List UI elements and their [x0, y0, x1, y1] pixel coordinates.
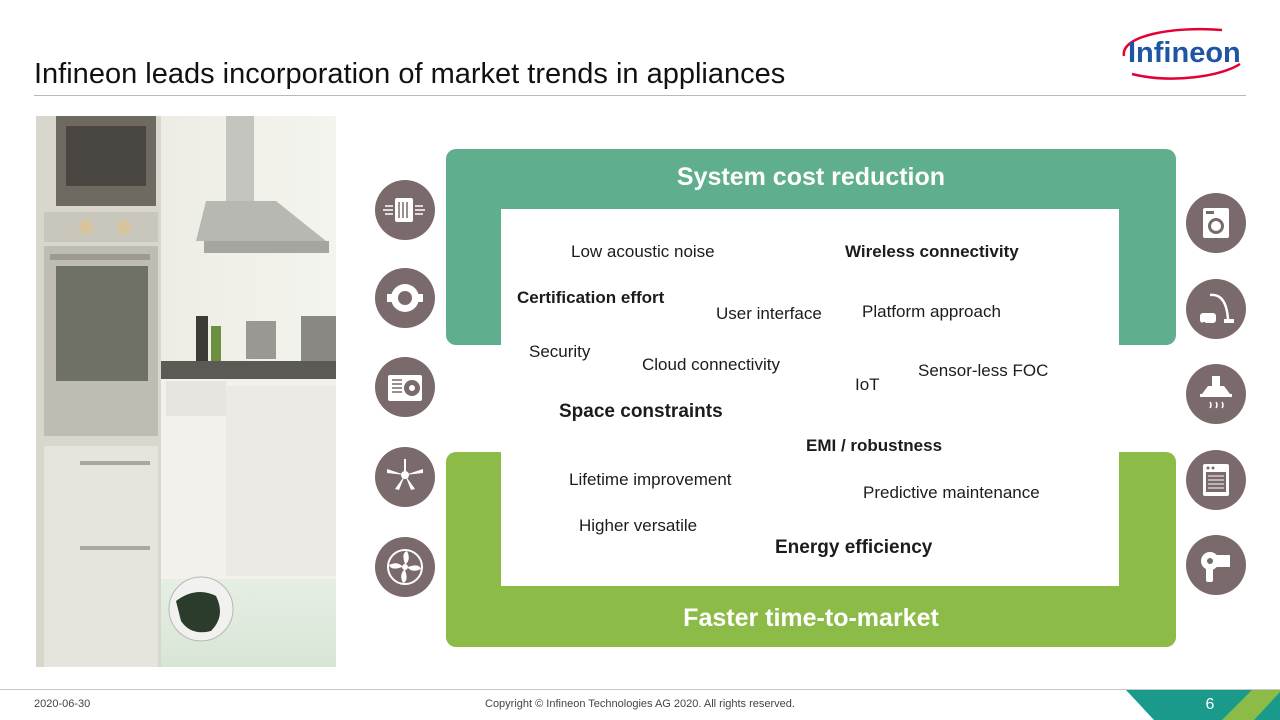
footer-date: 2020-06-30: [34, 698, 91, 710]
ceiling-fan-icon: [375, 447, 435, 507]
trend-space-constraints: Space constraints: [559, 401, 723, 422]
washing-machine-icon: [1186, 193, 1246, 253]
trend-emi-robustness: EMI / robustness: [806, 436, 943, 455]
trend-lifetime-improvement: Lifetime improvement: [569, 470, 732, 489]
page-number: 6: [1205, 696, 1215, 713]
page-number-shape: [1126, 690, 1280, 720]
trend-low-acoustic-noise: Low acoustic noise: [571, 242, 715, 261]
footer-copyright: Copyright © Infineon Technologies AG 202…: [485, 698, 795, 710]
system-cost-reduction-label: System cost reduction: [676, 163, 946, 191]
dishwasher-icon: [1186, 450, 1246, 510]
trend-platform-approach: Platform approach: [862, 302, 1001, 321]
trend-cloud-connectivity: Cloud connectivity: [642, 355, 780, 374]
air-conditioner-icon: [375, 357, 435, 417]
air-purifier-icon: [375, 180, 435, 240]
vacuum-cleaner-icon: [1186, 279, 1246, 339]
title-divider: [34, 95, 1246, 96]
logo-wordmark: Infineon: [1128, 37, 1241, 69]
faster-time-to-market-label: Faster time-to-market: [683, 604, 939, 632]
hair-dryer-icon: [1186, 535, 1246, 595]
trend-energy-efficiency: Energy efficiency: [775, 537, 933, 558]
motor-pump-icon: [375, 268, 435, 328]
slide-title: Infineon leads incorporation of market t…: [34, 58, 786, 90]
trend-wireless-connectivity: Wireless connectivity: [845, 242, 1019, 261]
trend-iot: IoT: [855, 375, 880, 394]
kitchen-photo: [36, 116, 336, 667]
footer-divider: [0, 689, 1280, 690]
range-hood-icon: [1186, 364, 1246, 424]
trend-certification-effort: Certification effort: [517, 288, 665, 307]
trends-area: [501, 209, 1119, 586]
infineon-logo: Infineon: [1122, 27, 1241, 80]
trend-higher-versatile: Higher versatile: [579, 516, 698, 535]
trend-sensorless-foc: Sensor-less FOC: [918, 361, 1049, 380]
trend-security: Security: [529, 342, 591, 361]
ventilation-fan-icon: [375, 537, 435, 597]
trend-user-interface: User interface: [716, 304, 822, 323]
trend-predictive-maintenance: Predictive maintenance: [863, 483, 1040, 502]
